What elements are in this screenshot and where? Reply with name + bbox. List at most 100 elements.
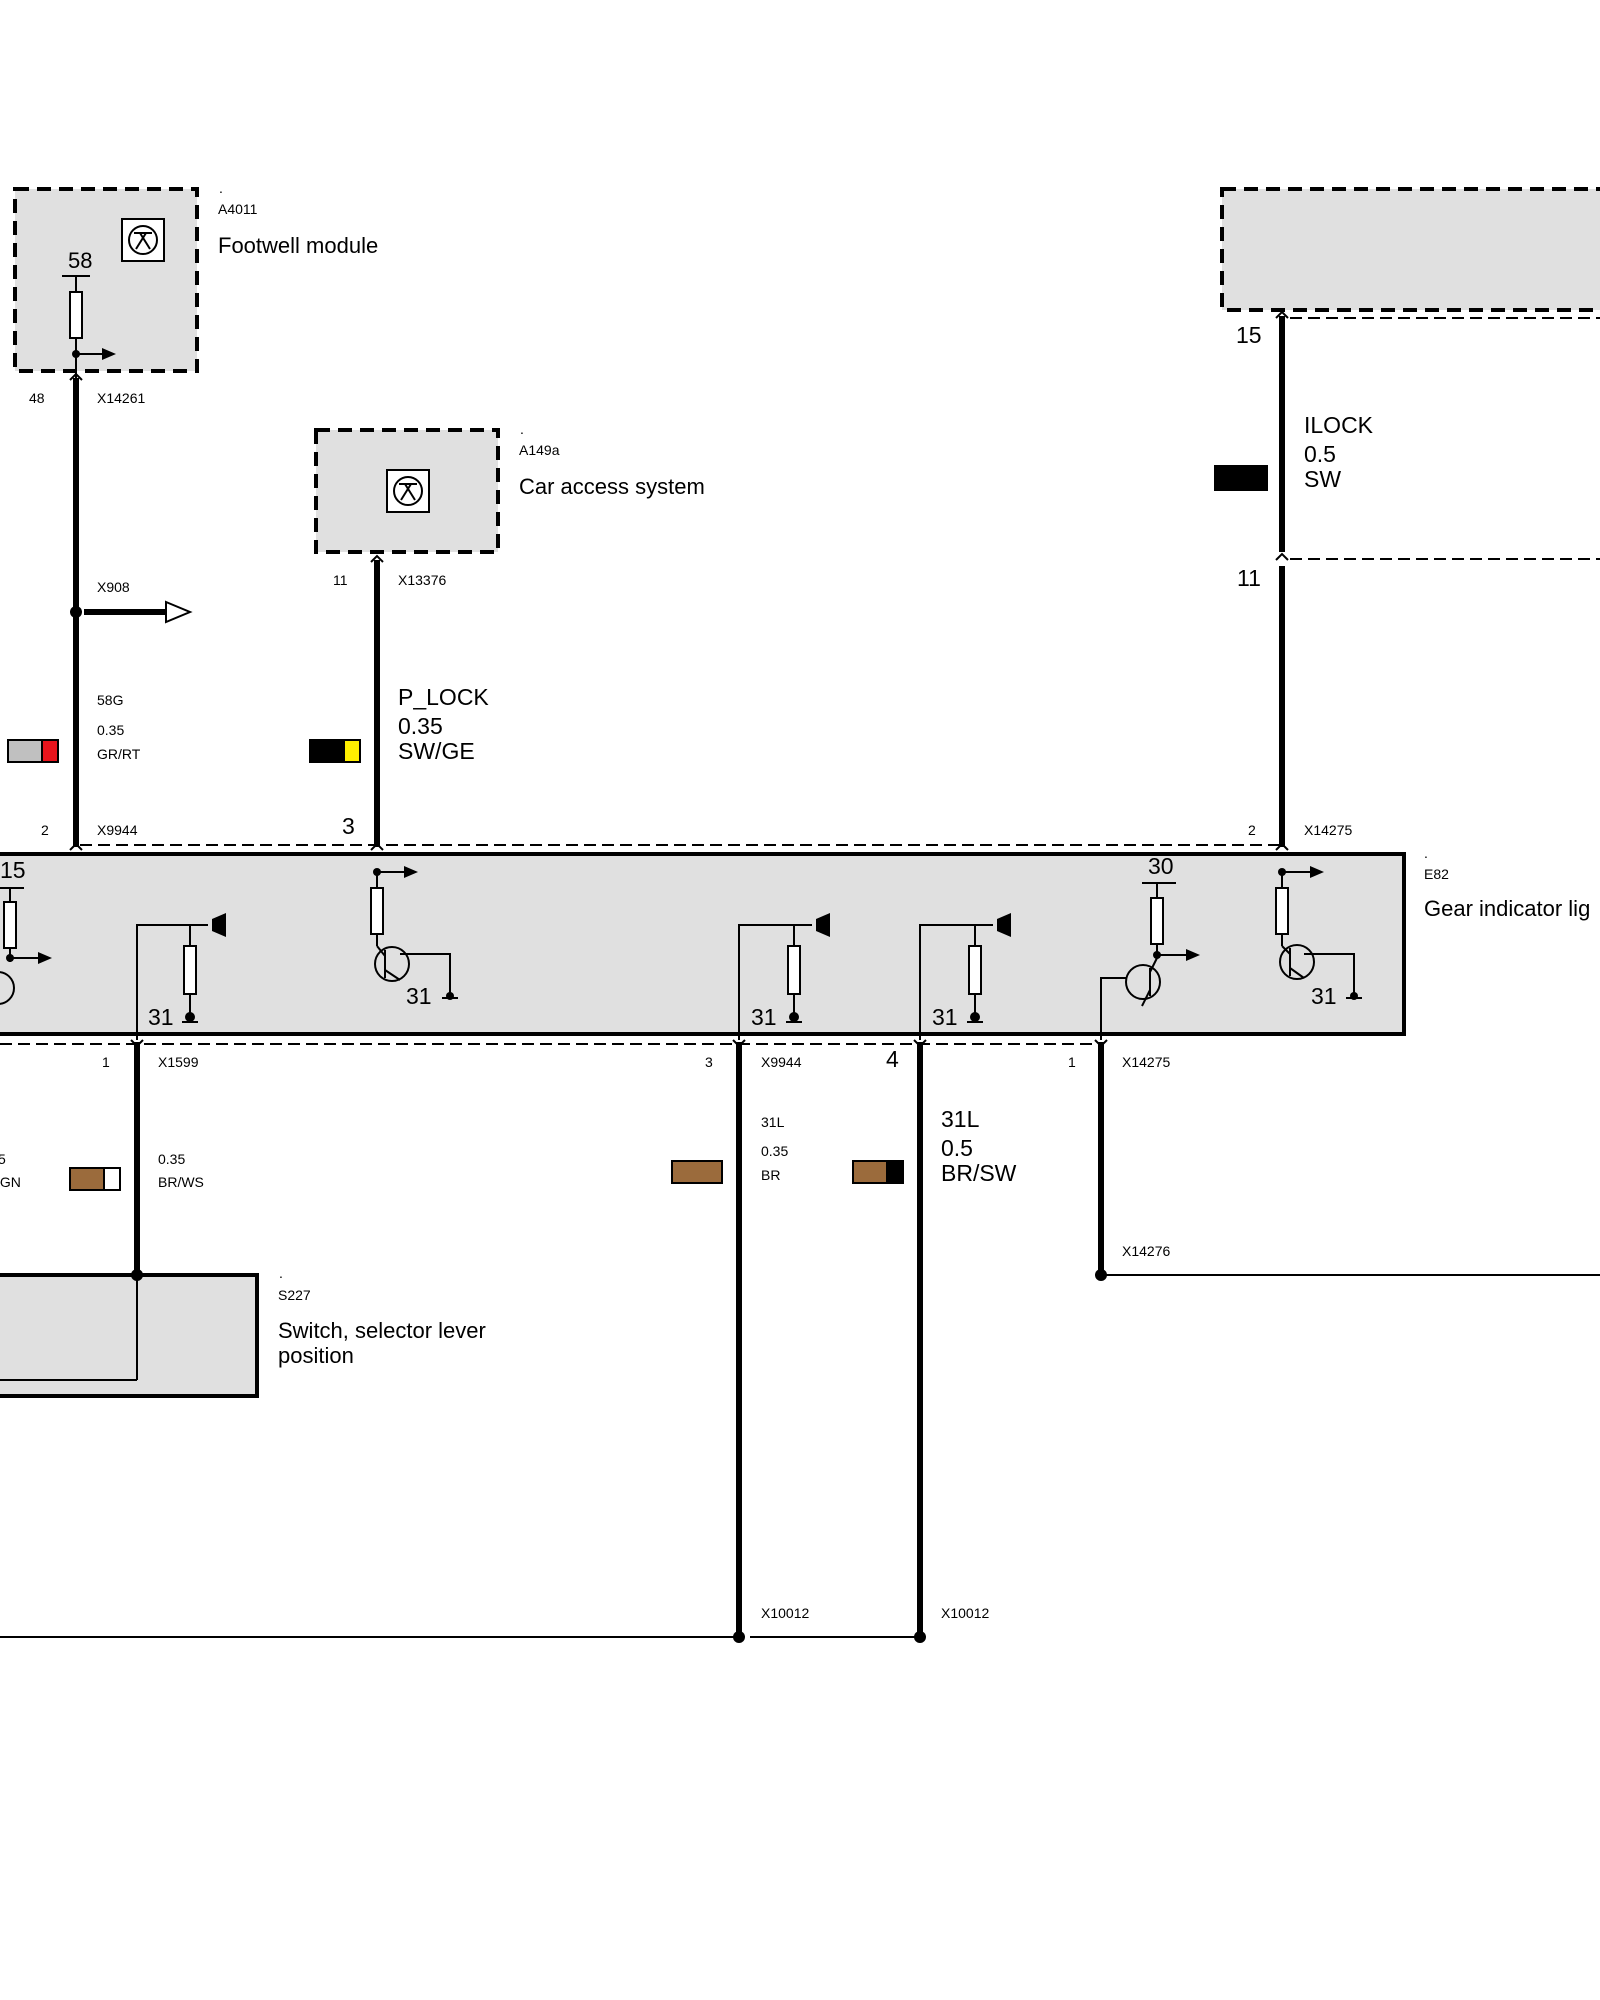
connector-id: X14276 bbox=[1122, 1243, 1170, 1259]
wire-size: 0.35 bbox=[398, 713, 443, 739]
arrow-icon bbox=[165, 600, 193, 624]
resistor-icon bbox=[1275, 887, 1289, 935]
pin-label: 15 bbox=[0, 857, 26, 883]
resistor-icon bbox=[968, 945, 982, 995]
wire-signal: P_LOCK bbox=[398, 684, 489, 710]
wire-color: SW bbox=[1304, 466, 1341, 492]
wire-color: SW/GE bbox=[398, 738, 475, 764]
wire-signal: 31L bbox=[941, 1106, 980, 1132]
wire-signal: ILOCK bbox=[1304, 412, 1374, 438]
arrow-icon bbox=[1310, 866, 1324, 878]
wire-size: 0.5 bbox=[1304, 441, 1336, 467]
car-access-system bbox=[314, 428, 500, 554]
component-dot: . bbox=[279, 1265, 283, 1281]
wire-color-swatch-p-lock bbox=[309, 739, 361, 763]
connector-id: X9944 bbox=[761, 1054, 802, 1070]
component-name: Gear indicator lig bbox=[1424, 896, 1590, 921]
resistor-icon bbox=[787, 945, 801, 995]
pin-number: 11 bbox=[1237, 565, 1261, 591]
pin-number: 1 bbox=[1068, 1054, 1076, 1070]
ground-label: 31 bbox=[932, 1004, 958, 1030]
connector-id: X10012 bbox=[761, 1605, 809, 1621]
splice-dot bbox=[131, 1269, 143, 1281]
arrow-icon bbox=[816, 913, 830, 937]
component-name: Car access system bbox=[519, 474, 705, 499]
wire-size: 0.35 bbox=[761, 1143, 788, 1159]
ground-label: 31 bbox=[751, 1004, 777, 1030]
transistor-icon bbox=[0, 971, 15, 1005]
pin-number: 11 bbox=[333, 572, 348, 588]
wire-signal: 58G bbox=[97, 692, 123, 708]
arrow-icon bbox=[404, 866, 418, 878]
gear-indicator-box bbox=[0, 852, 1406, 1036]
connector-id: X14275 bbox=[1122, 1054, 1170, 1070]
transistor-icon bbox=[1279, 944, 1315, 980]
footwell-module-box bbox=[13, 187, 199, 373]
pin-number: 3 bbox=[705, 1054, 713, 1070]
ground-icon bbox=[1350, 992, 1358, 1000]
connector-id: X13376 bbox=[398, 572, 446, 588]
ground-dot bbox=[1095, 1269, 1107, 1281]
ground-label: 31 bbox=[406, 983, 432, 1009]
component-name: position bbox=[278, 1343, 354, 1368]
arrow-icon bbox=[997, 913, 1011, 937]
component-id: E82 bbox=[1424, 866, 1449, 882]
wire-size: 0.35 bbox=[97, 722, 124, 738]
ground-icon bbox=[446, 992, 454, 1000]
wire-color: BR/WS bbox=[158, 1174, 204, 1190]
control-unit-icon bbox=[386, 469, 430, 513]
pin-number: 2 bbox=[41, 822, 49, 838]
wire-color-swatch-31l-a bbox=[671, 1160, 723, 1184]
resistor-icon bbox=[370, 887, 384, 935]
ground-label: 31 bbox=[148, 1004, 174, 1030]
wire-size: 0.5 bbox=[941, 1135, 973, 1161]
wire-color-swatch-ilock bbox=[1214, 465, 1268, 491]
footwell-internal-circuit bbox=[62, 275, 116, 380]
component-id: A149a bbox=[519, 442, 560, 458]
connector-id: X10012 bbox=[941, 1605, 989, 1621]
component-id: A4011 bbox=[218, 201, 258, 217]
pin-number: 15 bbox=[1236, 322, 1262, 348]
ground-icon bbox=[185, 1012, 195, 1022]
wire-color-swatch-br-ws bbox=[69, 1167, 121, 1191]
gear-indicator-internal-circuit bbox=[0, 866, 1362, 1040]
pin-number: 1 bbox=[102, 1054, 110, 1070]
resistor-icon bbox=[69, 291, 83, 339]
pin-number: 48 bbox=[29, 390, 45, 406]
connector-id: X908 bbox=[97, 579, 130, 595]
wire-signal: 31L bbox=[761, 1114, 785, 1130]
control-unit-icon bbox=[121, 218, 165, 262]
splice-dot bbox=[70, 606, 82, 618]
arrow-icon bbox=[102, 348, 116, 360]
component-dot: . bbox=[1424, 845, 1428, 861]
wire-size: 0.35 bbox=[158, 1151, 185, 1167]
transistor-icon bbox=[374, 946, 410, 982]
component-id: S227 bbox=[278, 1287, 311, 1303]
wire-color: /GN bbox=[0, 1174, 21, 1190]
wire-size: 5 bbox=[0, 1151, 6, 1167]
pin-number: 4 bbox=[886, 1046, 899, 1072]
footwell-module bbox=[13, 187, 199, 373]
pin-number: 3 bbox=[342, 813, 355, 839]
wire-color-swatch-58g bbox=[7, 739, 59, 763]
component-dot: . bbox=[520, 421, 524, 437]
arrow-icon bbox=[38, 952, 52, 964]
resistor-icon bbox=[1150, 897, 1164, 945]
connector-pins bbox=[69, 310, 1289, 1048]
transistor-icon bbox=[1125, 964, 1161, 1000]
wire-color: GR/RT bbox=[97, 746, 141, 762]
wire-color: BR/SW bbox=[941, 1160, 1017, 1186]
ground-dot bbox=[914, 1631, 926, 1643]
arrow-icon bbox=[1186, 949, 1200, 961]
component-name: Switch, selector lever bbox=[278, 1318, 486, 1343]
wire-color-swatch-31l-b bbox=[852, 1160, 904, 1184]
pin-label: 58 bbox=[68, 248, 92, 273]
switch-selector-box bbox=[0, 1273, 259, 1398]
ground-dot bbox=[733, 1631, 745, 1643]
component-dot: . bbox=[219, 180, 223, 196]
pin-number: 2 bbox=[1248, 822, 1256, 838]
ground-icon bbox=[789, 1012, 799, 1022]
connector-id: X1599 bbox=[158, 1054, 199, 1070]
component-name: Footwell module bbox=[218, 233, 378, 258]
top-right-module-box bbox=[1220, 187, 1600, 312]
